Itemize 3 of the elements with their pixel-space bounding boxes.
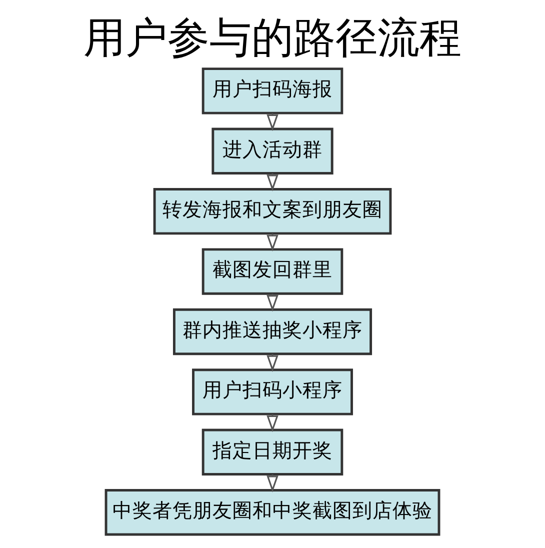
arrow xyxy=(266,234,278,252)
diagram-title: 用户参与的路径流程 xyxy=(84,12,462,62)
node-box: 中奖者凭朋友圈和中奖截图到店体验 xyxy=(104,489,440,536)
